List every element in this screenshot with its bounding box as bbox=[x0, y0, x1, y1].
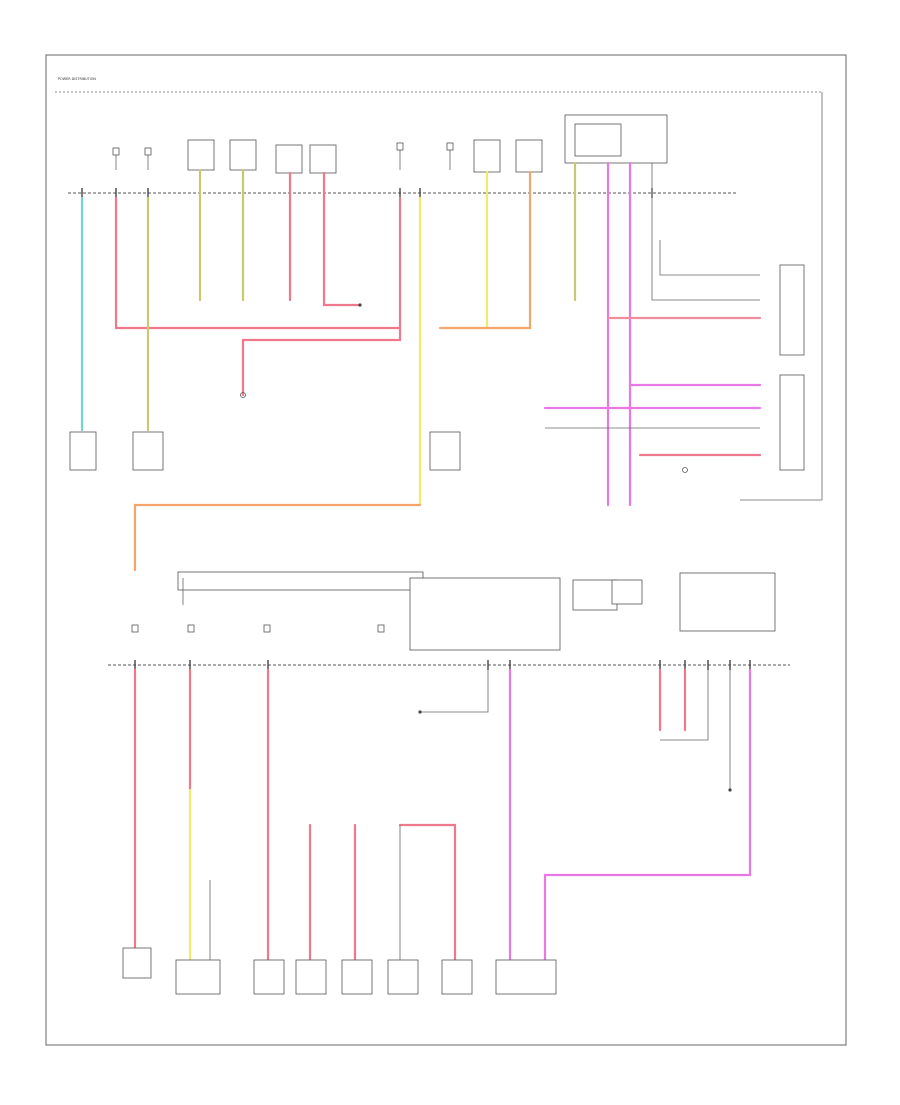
upper-bottom-components bbox=[69, 264, 805, 471]
upper-wires bbox=[80, 161, 762, 572]
lower-relay-boxes bbox=[177, 571, 776, 651]
wire-gray-lower-3 bbox=[660, 670, 709, 741]
lower-bottom-components bbox=[122, 947, 557, 995]
wire-gray-lower-5 bbox=[420, 670, 489, 713]
wire-magenta-lower-2 bbox=[543, 668, 752, 962]
upper-fuse-symbols bbox=[112, 142, 454, 170]
wire-red-3 bbox=[322, 171, 362, 307]
diagram-header-line-1: POWER DISTRIBUTION bbox=[58, 77, 96, 81]
wire-orange-long bbox=[133, 503, 422, 572]
connector-dots bbox=[240, 303, 732, 792]
upper-relay-boxes bbox=[187, 114, 668, 174]
upper-bus-connectors bbox=[81, 188, 653, 198]
wire-cyan-h bbox=[659, 240, 760, 276]
diagram-border bbox=[45, 54, 847, 1046]
wire-red-loop bbox=[114, 196, 402, 330]
wire-orange-short bbox=[438, 170, 532, 330]
lower-fuse-symbols bbox=[131, 624, 385, 633]
wire-red-ground bbox=[241, 326, 402, 397]
wire-red-lower-6 bbox=[398, 823, 457, 962]
lower-bus-connectors bbox=[134, 660, 751, 670]
wire-gray-1 bbox=[651, 163, 760, 301]
lower-wires bbox=[133, 578, 752, 962]
